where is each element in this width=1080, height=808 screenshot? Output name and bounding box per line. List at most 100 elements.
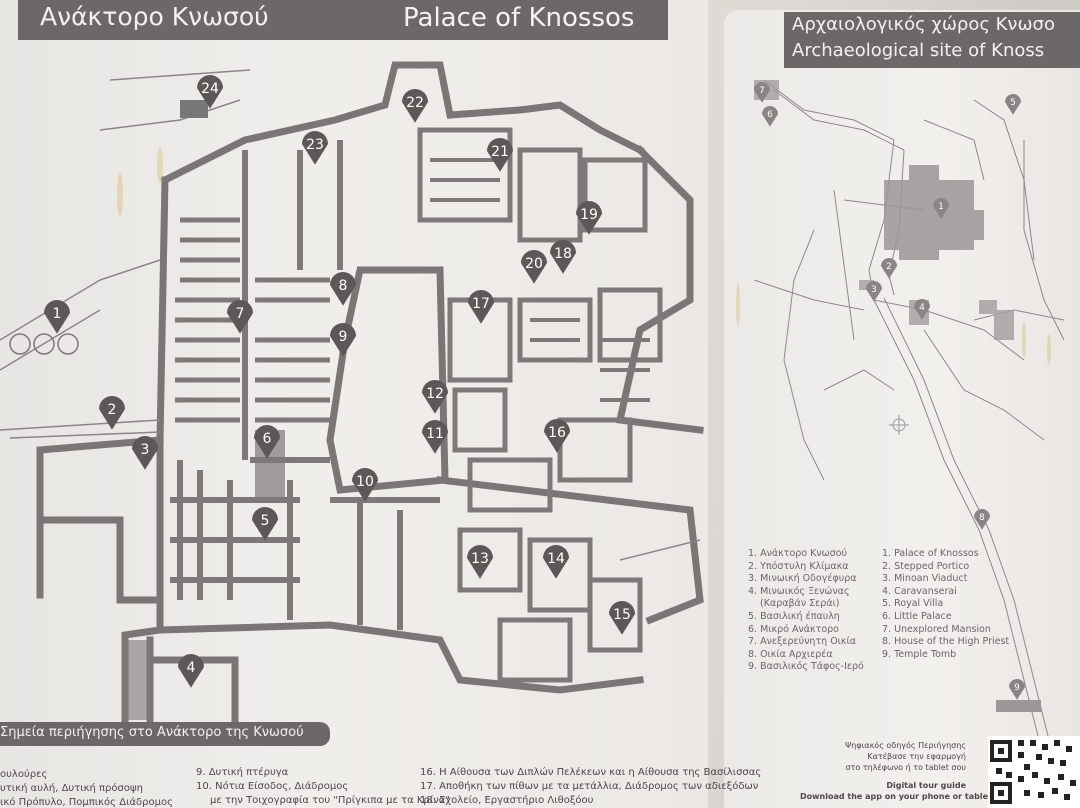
tour-points-heading: Σημεία περιήγησης στο Ανάκτορο της Κνωσο… <box>0 725 304 740</box>
map-marker-label: 3 <box>871 285 877 295</box>
map-marker-5[interactable]: 5 <box>252 507 278 541</box>
app-promo-greek: Ψηφιακός οδηγός Περιήγησης Κατέβασε την … <box>810 740 966 773</box>
map-marker-17[interactable]: 17 <box>468 290 494 324</box>
legend-gr-item: 9. Βασιλικός Τάφος-Ιερό <box>748 661 864 673</box>
map-marker-label: 6 <box>767 110 773 120</box>
map-marker-label: 7 <box>236 306 245 322</box>
map-marker-16[interactable]: 16 <box>544 419 570 453</box>
map-marker-5[interactable]: 5 <box>1005 94 1021 115</box>
map-marker-label: 23 <box>306 137 324 153</box>
tour-points-heading-bar: Σημεία περιήγησης στο Ανάκτορο της Κνωσο… <box>0 722 330 746</box>
legend-en-item: 3. Minoan Viaduct <box>882 573 968 585</box>
map-marker-label: 17 <box>472 296 490 312</box>
map-marker-label: 12 <box>426 386 444 402</box>
map-marker-9[interactable]: 9 <box>330 323 356 357</box>
map-marker-label: 9 <box>1014 683 1020 693</box>
legend-en-item: 9. Temple Tomb <box>882 648 957 660</box>
legend-gr-item: 4. Μινωικός Ξενώνας <box>748 585 850 597</box>
map-marker-label: 11 <box>426 426 444 442</box>
map-marker-20[interactable]: 20 <box>521 250 547 284</box>
site-map-panel <box>724 10 1080 808</box>
map-marker-label: 14 <box>547 551 565 567</box>
tour-item: ικό Πρόπυλο, Πομπικός Διάδρομος <box>0 797 173 808</box>
map-marker-1[interactable]: 1 <box>44 300 70 334</box>
legend-en-item: 2. Stepped Portico <box>882 560 970 572</box>
app-promo-english: Digital tour guide Download the app on y… <box>800 780 992 802</box>
map-marker-12[interactable]: 12 <box>422 380 448 414</box>
tour-list-col-1: ουλούρες υτική αυλή, Δυτική πρόσοψη ικό … <box>0 768 173 808</box>
map-marker-11[interactable]: 11 <box>422 420 448 454</box>
tour-item: 10. Νότια Είσοδος, Διάδρομος <box>196 781 349 792</box>
map-marker-14[interactable]: 14 <box>543 545 569 579</box>
map-marker-label: 9 <box>339 329 348 345</box>
palace-title-greek: Ανάκτορο Κνωσού <box>40 2 269 31</box>
map-marker-7[interactable]: 7 <box>227 300 253 334</box>
map-marker-8[interactable]: 8 <box>974 509 990 530</box>
map-marker-label: 8 <box>339 278 348 294</box>
map-marker-label: 24 <box>201 81 219 97</box>
map-marker-18[interactable]: 18 <box>550 240 576 274</box>
map-marker-10[interactable]: 10 <box>352 468 378 502</box>
site-title-english: Archaeological site of Knoss <box>792 40 1045 61</box>
legend-gr-item: 2. Υπόστυλη Κλίμακα <box>748 560 849 572</box>
qr-code[interactable] <box>988 736 1080 808</box>
site-legend-english: 1. Palace of Knossos 2. Stepped Portico … <box>882 548 1009 661</box>
site-legend-greek: 1. Ανάκτορο Κνωσού 2. Υπόστυλη Κλίμακα 3… <box>748 548 864 674</box>
app-promo-line: στο τηλέφωνο ή το tablet σου <box>845 763 966 772</box>
tour-item: ουλούρες <box>0 769 48 780</box>
map-marker-3[interactable]: 3 <box>866 281 882 302</box>
map-marker-23[interactable]: 23 <box>302 131 328 165</box>
tour-item: 18. Σχολείο, Εργαστήριο Λιθοξόου <box>420 795 594 806</box>
map-marker-8[interactable]: 8 <box>330 272 356 306</box>
map-marker-label: 5 <box>261 513 270 529</box>
map-marker-label: 13 <box>471 551 489 567</box>
app-promo-line: Download the app on your phone or tablet <box>800 792 992 801</box>
map-marker-label: 2 <box>886 262 892 272</box>
map-marker-label: 1 <box>938 202 944 212</box>
legend-en-item: 7. Unexplored Mansion <box>882 623 991 635</box>
tour-item: με την Τοιχογραφία του "Πρίγκιπα με τα Κ… <box>210 795 450 806</box>
legend-en-item: 6. Little Palace <box>882 610 952 622</box>
map-marker-label: 7 <box>759 86 765 96</box>
map-marker-19[interactable]: 19 <box>576 201 602 235</box>
map-marker-label: 1 <box>53 306 62 322</box>
tour-item: 9. Δυτική πτέρυγα <box>196 767 289 778</box>
map-marker-21[interactable]: 21 <box>487 138 513 172</box>
map-marker-13[interactable]: 13 <box>467 545 493 579</box>
map-marker-2[interactable]: 2 <box>881 258 897 279</box>
map-marker-6[interactable]: 6 <box>254 425 280 459</box>
map-marker-label: 8 <box>979 513 985 523</box>
map-marker-label: 16 <box>548 425 566 441</box>
legend-en-item: 5. Royal Villa <box>882 598 944 610</box>
palace-title-bar: Ανάκτορο Κνωσού Palace of Knossos <box>18 0 668 40</box>
map-marker-label: 3 <box>141 442 150 458</box>
legend-gr-item: 7. Ανεξερεύνητη Οικία <box>748 636 856 648</box>
map-marker-label: 20 <box>525 256 543 272</box>
map-marker-4[interactable]: 4 <box>914 299 930 320</box>
legend-gr-item: 5. Βασιλική έπαυλη <box>748 610 840 622</box>
map-marker-label: 15 <box>613 607 631 623</box>
map-marker-3[interactable]: 3 <box>132 436 158 470</box>
map-marker-7[interactable]: 7 <box>754 82 770 103</box>
tour-item: 16. Η Αίθουσα των Διπλών Πελέκεων και η … <box>420 767 762 778</box>
legend-en-item: 4. Caravanserai <box>882 585 957 597</box>
map-marker-label: 4 <box>187 660 196 676</box>
legend-gr-item: 6. Μικρό Ανάκτορο <box>748 623 839 635</box>
map-marker-24[interactable]: 24 <box>197 75 223 109</box>
map-marker-label: 19 <box>580 207 598 223</box>
map-marker-label: 2 <box>108 402 117 418</box>
archaeological-site-map: 1 2 3 4 5 6 7 8 9 <box>736 79 1065 761</box>
legend-gr-item: 1. Ανάκτορο Κνωσού <box>748 548 847 559</box>
map-marker-15[interactable]: 15 <box>609 601 635 635</box>
map-marker-1[interactable]: 1 <box>933 198 949 219</box>
map-marker-4[interactable]: 4 <box>178 654 204 688</box>
map-marker-label: 6 <box>263 431 272 447</box>
map-marker-6[interactable]: 6 <box>762 106 778 127</box>
legend-en-item: 8. House of the High Priest <box>882 636 1010 648</box>
map-marker-9[interactable]: 9 <box>1009 679 1025 700</box>
pit-24 <box>180 100 208 118</box>
map-marker-22[interactable]: 22 <box>402 88 429 123</box>
legend-en-item: 1. Palace of Knossos <box>882 548 979 559</box>
map-marker-label: 4 <box>919 303 925 313</box>
map-marker-2[interactable]: 2 <box>99 396 125 430</box>
